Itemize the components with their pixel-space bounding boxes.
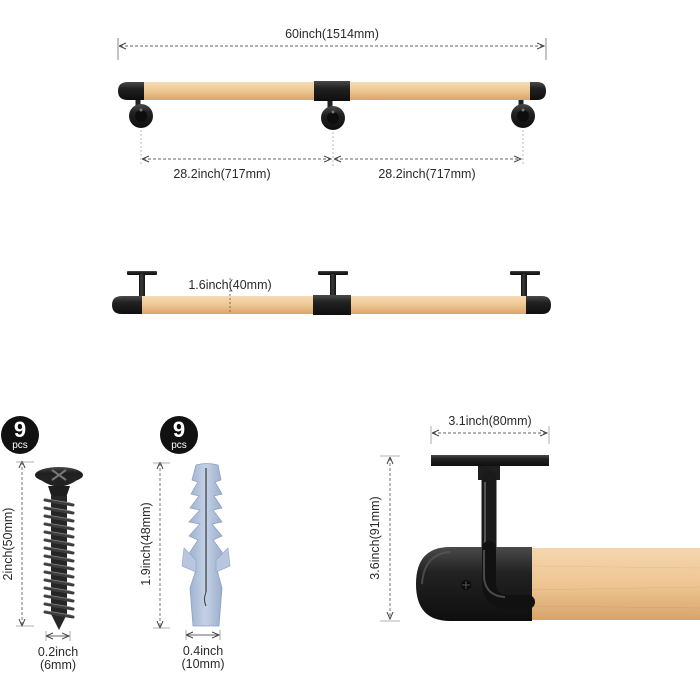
screw-thread — [43, 562, 75, 571]
span-dimensions: 28.2inch(717mm) 28.2inch(717mm) — [140, 130, 524, 181]
end-cap-detail — [416, 541, 535, 621]
screw-thread-highlight — [46, 562, 72, 568]
anchor-section: 9 pcs 1.9inch(48mm) 0.4inch (10mm) — [139, 416, 231, 671]
bracket-detail: 3.1inch(80mm) 3.6inch(91mm) — [368, 414, 700, 622]
anchor-width-dimension: 0.4inch (10mm) — [181, 630, 225, 671]
screw-length-label: 2inch(50mm) — [1, 508, 15, 581]
middle-connector-top — [313, 295, 351, 315]
rail-top-view: 1.6inch(40mm) — [112, 271, 551, 315]
diameter-dimension: 1.6inch(40mm) — [188, 278, 272, 314]
screw-thread-highlight — [46, 610, 72, 616]
screw-thread — [43, 554, 75, 563]
end-cap-left-top — [112, 296, 142, 314]
anchor-width-label-1: 0.4inch — [183, 644, 223, 658]
screw-thread — [43, 506, 75, 515]
right-span-label: 28.2inch(717mm) — [378, 167, 475, 181]
wall-plate-left — [127, 271, 157, 296]
rail-front-view: 60inch(1514mm) — [117, 27, 547, 181]
screw-thread-highlight — [46, 594, 72, 600]
wood-rail-section — [527, 548, 700, 620]
screw-thread-highlight — [46, 570, 72, 576]
svg-text:pcs: pcs — [171, 440, 187, 451]
screw-thread — [43, 594, 75, 603]
screw-width-label-1: 0.2inch — [38, 645, 78, 659]
wall-anchor-icon — [181, 463, 231, 627]
bracket-height-label: 3.6inch(91mm) — [368, 496, 382, 579]
end-cap-right — [530, 82, 546, 100]
screw-thread-highlight — [46, 586, 72, 592]
screw-thread-highlight — [46, 578, 72, 584]
screw-thread — [43, 602, 75, 611]
svg-text:pcs: pcs — [12, 440, 28, 451]
svg-text:9: 9 — [14, 417, 26, 442]
bracket-height-dimension: 3.6inch(91mm) — [368, 455, 400, 622]
end-cap-left — [118, 82, 144, 100]
bracket-left — [129, 100, 153, 128]
diameter-label: 1.6inch(40mm) — [188, 278, 271, 292]
screw-length-dimension: 2inch(50mm) — [1, 462, 34, 626]
screw-thread — [43, 586, 75, 595]
screw-threads — [43, 498, 75, 619]
screw-thread — [43, 530, 75, 539]
screw-thread — [43, 498, 75, 507]
anchor-length-dimension: 1.9inch(48mm) — [139, 463, 170, 628]
screw-thread — [43, 570, 75, 579]
anchor-length-label: 1.9inch(48mm) — [139, 502, 153, 585]
screw-thread-highlight — [46, 554, 72, 560]
screw-thread-highlight — [46, 514, 72, 520]
screw-thread — [43, 514, 75, 523]
screw-thread — [43, 546, 75, 555]
total-length-label: 60inch(1514mm) — [285, 27, 379, 41]
end-cap-right-top — [526, 296, 551, 314]
screw-section: 9 pcs 2inch(50mm) 0.2inch (6mm) — [1, 416, 83, 672]
screw-thread — [43, 538, 75, 547]
middle-connector — [314, 81, 350, 101]
bracket-width-dimension: 3.1inch(80mm) — [430, 414, 550, 444]
left-span-label: 28.2inch(717mm) — [173, 167, 270, 181]
screw-thread-highlight — [46, 546, 72, 552]
screw-thread — [43, 610, 75, 619]
wall-plate-right — [510, 271, 540, 296]
screw-width-dimension: 0.2inch (6mm) — [38, 631, 78, 672]
bracket-right — [511, 100, 535, 128]
screw-count-badge: 9 pcs — [1, 416, 39, 454]
screw-thread-highlight — [46, 530, 72, 536]
screw-thread-highlight — [46, 602, 72, 608]
screw-thread-highlight — [46, 506, 72, 512]
bracket-width-label: 3.1inch(80mm) — [448, 414, 531, 428]
screw-thread-highlight — [46, 538, 72, 544]
total-length-dimension: 60inch(1514mm) — [117, 27, 547, 60]
wall-plate-middle — [318, 271, 348, 296]
anchor-width-label-2: (10mm) — [181, 657, 224, 671]
anchor-count-badge: 9 pcs — [160, 416, 198, 454]
bracket-middle — [321, 101, 345, 130]
screw-width-label-2: (6mm) — [40, 658, 76, 672]
svg-text:9: 9 — [173, 417, 185, 442]
screw-thread — [43, 578, 75, 587]
screw-thread-highlight — [46, 498, 72, 504]
screw-thread-highlight — [46, 522, 72, 528]
screw-thread — [43, 522, 75, 531]
